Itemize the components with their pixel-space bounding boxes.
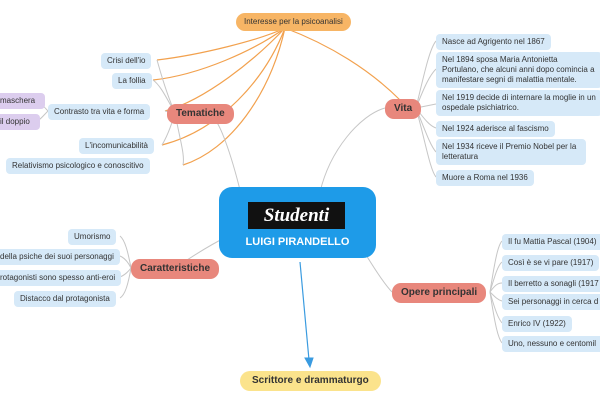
vita-item-label: Nasce ad Agrigento nel 1867 <box>442 37 545 46</box>
opere-item[interactable]: Il berretto a sonagli (1917 <box>502 276 600 292</box>
opere-item[interactable]: Così è se vi pare (1917) <box>502 255 600 271</box>
branch-tematiche-label: Tematiche <box>176 108 225 119</box>
vita-item-label: Nel 1894 sposa Maria Antonietta Portulan… <box>442 55 595 84</box>
opere-item-label: Così è se vi pare (1917) <box>508 258 594 267</box>
tematiche-item[interactable]: Contrasto tra vita e forma <box>48 104 151 120</box>
tematiche-subitem[interactable]: il doppio <box>0 114 40 130</box>
tematiche-item[interactable]: L'incomunicabilità <box>79 138 154 154</box>
opere-item-label: Il fu Mattia Pascal (1904) <box>508 237 597 246</box>
vita-item-label: Muore a Roma nel 1936 <box>442 173 528 182</box>
caratteristiche-item-label: della psiche dei suoi personaggi <box>0 252 114 261</box>
tematiche-item-label: Relativismo psicologico e conoscitivo <box>12 161 144 170</box>
opere-item[interactable]: Sei personaggi in cerca d <box>502 294 600 310</box>
caratteristiche-item[interactable]: della psiche dei suoi personaggi <box>0 249 120 265</box>
tematiche-item-label: Crisi dell'io <box>107 56 146 65</box>
vita-item[interactable]: Nel 1919 decide di internare la moglie i… <box>436 90 600 116</box>
branch-opere-principali[interactable]: Opere principali <box>392 283 487 303</box>
studenti-logo-text: Studenti <box>263 205 330 226</box>
link-top-vita <box>284 27 401 101</box>
vita-item[interactable]: Muore a Roma nel 1936 <box>436 170 534 186</box>
vita-item-label: Nel 1934 riceve il Premio Nobel per la l… <box>442 142 577 161</box>
vita-item-label: Nel 1924 aderisce al fascismo <box>442 124 549 133</box>
branch-opere-label: Opere principali <box>401 287 478 298</box>
tematiche-item[interactable]: Crisi dell'io <box>101 53 152 69</box>
opere-item-label: Enrico IV (1922) <box>508 319 566 328</box>
link-top-follia <box>152 27 286 81</box>
bottom-node-label: Scrittore e drammaturgo <box>252 375 369 386</box>
bottom-node[interactable]: Scrittore e drammaturgo <box>240 371 381 391</box>
branch-tematiche[interactable]: Tematiche <box>167 104 234 124</box>
tematiche-item[interactable]: Relativismo psicologico e conoscitivo <box>6 158 150 174</box>
caratteristiche-item[interactable]: Umorismo <box>68 229 117 245</box>
vita-item-label: Nel 1919 decide di internare la moglie i… <box>442 93 596 112</box>
tematiche-subitem-label: maschera <box>0 96 36 105</box>
opere-item[interactable]: Uno, nessuno e centomil <box>502 336 600 352</box>
vita-item[interactable]: Nel 1924 aderisce al fascismo <box>436 121 555 137</box>
link-top-crisi <box>156 27 286 61</box>
tematiche-subitem[interactable]: maschera <box>0 93 46 109</box>
arrow-to-bottom <box>299 261 314 369</box>
caratteristiche-item-label: Umorismo <box>74 232 111 241</box>
caratteristiche-item-label: rotagonisti sono spesso anti-eroi <box>0 273 116 282</box>
top-node-label: Interesse per la psicoanalisi <box>244 17 343 26</box>
opere-item-label: Sei personaggi in cerca d <box>508 297 599 306</box>
tematiche-item-label: L'incomunicabilità <box>85 141 148 150</box>
caratteristiche-item[interactable]: Distacco dal protagonista <box>14 291 116 307</box>
opere-item-label: Uno, nessuno e centomil <box>508 339 597 348</box>
vita-item[interactable]: Nasce ad Agrigento nel 1867 <box>436 34 551 50</box>
branch-vita-label: Vita <box>394 103 413 114</box>
tematiche-item-label: La follia <box>118 76 146 85</box>
tematiche-subitem-label: il doppio <box>0 117 30 126</box>
center-node[interactable]: Studenti LUIGI PIRANDELLO <box>219 187 376 258</box>
link-top-incomunic <box>161 27 286 146</box>
tematiche-item[interactable]: La follia <box>112 73 152 89</box>
opere-item[interactable]: Enrico IV (1922) <box>502 316 572 332</box>
caratteristiche-item-label: Distacco dal protagonista <box>20 294 110 303</box>
opere-item-label: Il berretto a sonagli (1917 <box>508 279 599 288</box>
branch-vita[interactable]: Vita <box>385 99 422 119</box>
opere-item[interactable]: Il fu Mattia Pascal (1904) <box>502 234 600 250</box>
top-node[interactable]: Interesse per la psicoanalisi <box>236 13 351 31</box>
vita-item[interactable]: Nel 1894 sposa Maria Antonietta Portulan… <box>436 52 600 88</box>
tematiche-item-label: Contrasto tra vita e forma <box>54 107 145 116</box>
vita-item[interactable]: Nel 1934 riceve il Premio Nobel per la l… <box>436 139 586 165</box>
center-title: LUIGI PIRANDELLO <box>245 236 350 248</box>
caratteristiche-item[interactable]: rotagonisti sono spesso anti-eroi <box>0 270 122 286</box>
branch-caratteristiche[interactable]: Caratteristiche <box>131 259 220 279</box>
link-top-relativismo <box>182 27 286 166</box>
studenti-logo: Studenti <box>248 202 345 229</box>
branch-caratteristiche-label: Caratteristiche <box>140 263 211 274</box>
